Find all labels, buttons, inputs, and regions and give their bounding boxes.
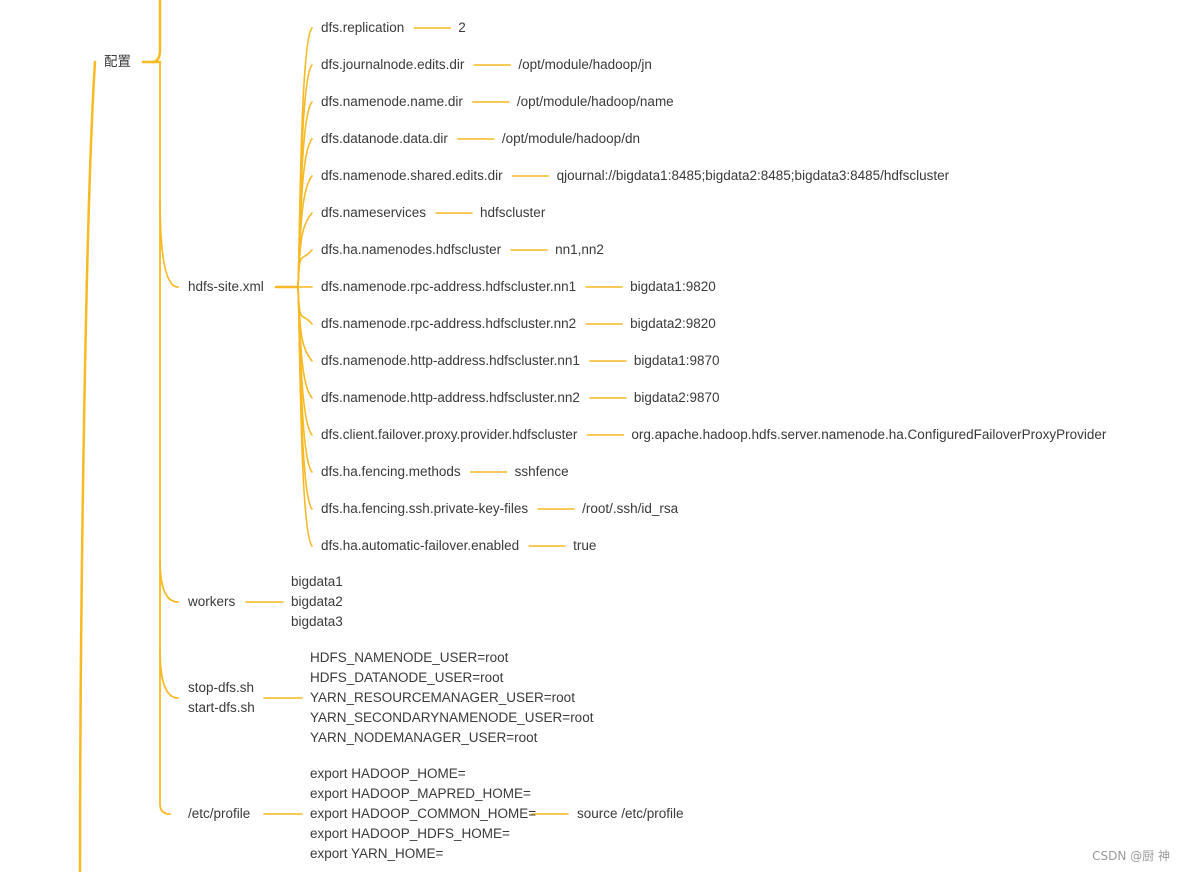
env-line: HDFS_DATANODE_USER=root [310, 670, 504, 685]
worker-line: bigdata1 [291, 574, 343, 589]
edge-hdfs-child [297, 249, 313, 288]
hdfs-property-value[interactable]: bigdata1:9870 [633, 353, 720, 368]
env-line: YARN_SECONDARYNAMENODE_USER=root [310, 710, 594, 725]
root-node-label[interactable]: 配置 [104, 54, 131, 69]
worker-line: bigdata3 [291, 614, 343, 629]
hdfs-property-value[interactable]: /opt/module/hadoop/jn [518, 57, 652, 72]
hdfs-property-value[interactable]: bigdata1:9820 [630, 279, 716, 294]
branch-workers[interactable]: workers [188, 594, 236, 609]
workers-list[interactable]: bigdata1 bigdata2 bigdata3 [291, 572, 343, 632]
hdfs-property-value[interactable]: nn1,nn2 [555, 242, 604, 257]
hdfs-property-key[interactable]: dfs.nameservices [321, 205, 427, 220]
export-line: export HADOOP_COMMON_HOME= [310, 806, 537, 821]
hdfs-property-value[interactable]: /opt/module/hadoop/name [516, 94, 674, 109]
profile-export-list[interactable]: export HADOOP_HOME= export HADOOP_MAPRED… [310, 764, 536, 864]
trunk-edge [78, 60, 97, 872]
edge-root-dfs-sh [159, 649, 179, 699]
branch-hdfs-site[interactable]: hdfs-site.xml [188, 279, 264, 294]
hdfs-property-key[interactable]: dfs.ha.namenodes.hdfscluster [321, 242, 502, 257]
hdfs-property-value[interactable]: /root/.ssh/id_rsa [582, 501, 679, 516]
export-line: export HADOOP_HDFS_HOME= [310, 826, 510, 841]
hdfs-property-key[interactable]: dfs.namenode.name.dir [321, 94, 463, 109]
export-line: export HADOOP_HOME= [310, 766, 466, 781]
hdfs-property-key[interactable]: dfs.namenode.http-address.hdfscluster.nn… [321, 353, 580, 368]
hdfs-property-value[interactable]: hdfscluster [480, 205, 546, 220]
hdfs-fan [297, 27, 627, 547]
hdfs-property-value[interactable]: bigdata2:9820 [630, 316, 716, 331]
hdfs-property-value[interactable]: qjournal://bigdata1:8485;bigdata2:8485;b… [556, 168, 950, 183]
watermark: CSDN @厨 神 [1092, 849, 1170, 863]
hdfs-property-key[interactable]: dfs.namenode.http-address.hdfscluster.nn… [321, 390, 580, 405]
export-line: export YARN_HOME= [310, 846, 444, 861]
edge-root-workers [159, 559, 179, 603]
hdfs-property-key[interactable]: dfs.datanode.data.dir [321, 131, 448, 146]
hdfs-property-key[interactable]: dfs.namenode.rpc-address.hdfscluster.nn2 [321, 316, 577, 331]
root-trunk [159, 61, 171, 815]
hdfs-property-key[interactable]: dfs.replication [321, 20, 405, 35]
branch-etc-profile[interactable]: /etc/profile [188, 806, 251, 821]
hdfs-property-key[interactable]: dfs.ha.automatic-failover.enabled [321, 538, 520, 553]
profile-child-node[interactable]: source /etc/profile [577, 806, 684, 821]
hdfs-property-value[interactable]: sshfence [514, 464, 569, 479]
branch-dfs-scripts[interactable]: stop-dfs.sh start-dfs.sh [188, 678, 255, 718]
hdfs-property-value[interactable]: org.apache.hadoop.hdfs.server.namenode.h… [631, 427, 1107, 442]
hdfs-property-value[interactable]: bigdata2:9870 [633, 390, 720, 405]
env-line: HDFS_NAMENODE_USER=root [310, 650, 509, 665]
hdfs-property-key[interactable]: dfs.journalnode.edits.dir [321, 57, 465, 72]
hdfs-property-key[interactable]: dfs.namenode.shared.edits.dir [321, 168, 503, 183]
edge-root-hdfs [159, 199, 179, 288]
hdfs-property-value[interactable]: /opt/module/hadoop/dn [501, 131, 640, 146]
root-stem [150, 0, 162, 64]
env-line: YARN_RESOURCEMANAGER_USER=root [310, 690, 575, 705]
branch-stop-dfs: stop-dfs.sh [188, 680, 255, 695]
hdfs-property-value[interactable]: 2 [458, 20, 466, 35]
edge-hdfs-child [297, 286, 313, 547]
worker-line: bigdata2 [291, 594, 343, 609]
export-line: export HADOOP_MAPRED_HOME= [310, 786, 531, 801]
env-line: YARN_NODEMANAGER_USER=root [310, 730, 538, 745]
hdfs-property-key[interactable]: dfs.ha.fencing.methods [321, 464, 461, 479]
branch-start-dfs: start-dfs.sh [188, 700, 255, 715]
hdfs-property-key[interactable]: dfs.namenode.rpc-address.hdfscluster.nn1 [321, 279, 577, 294]
hdfs-property-key[interactable]: dfs.ha.fencing.ssh.private-key-files [321, 501, 529, 516]
dfs-env-list[interactable]: HDFS_NAMENODE_USER=root HDFS_DATANODE_US… [310, 648, 593, 748]
hdfs-property-key[interactable]: dfs.client.failover.proxy.provider.hdfsc… [321, 427, 578, 442]
hdfs-property-value[interactable]: true [573, 538, 597, 553]
